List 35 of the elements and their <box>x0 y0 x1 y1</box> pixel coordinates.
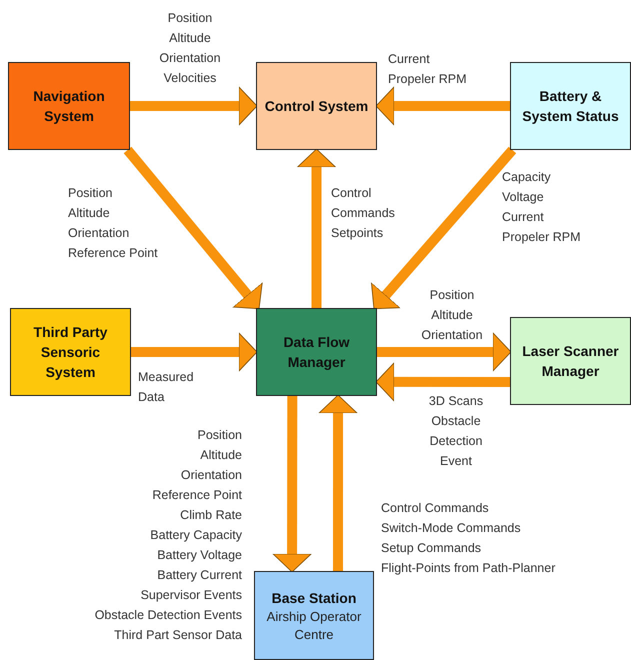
edge-label: Position Altitude Orientation Reference Point <box>68 185 159 262</box>
system-box <box>510 317 631 405</box>
edge-label: Capacity Voltage Current Propeler RPM <box>502 169 582 246</box>
box-title: Laser Scanner Manager <box>521 342 620 381</box>
box-title: Base Station <box>272 588 356 608</box>
block-arrow <box>272 396 312 572</box>
edge-label: Position Altitude Orientation Velocities <box>158 10 222 87</box>
block-arrow <box>318 394 358 571</box>
edge-label: Control Commands Setpoints <box>331 185 396 242</box>
block-arrow <box>130 86 258 126</box>
system-box <box>10 308 131 396</box>
system-box <box>256 62 377 150</box>
block-arrow <box>376 86 510 126</box>
edge-label: Measured Data <box>138 369 195 406</box>
system-box <box>254 571 374 660</box>
edge-label: Position Altitude Orientation <box>420 287 484 344</box>
block-arrow <box>131 332 258 372</box>
edge-label: Current Propeler RPM <box>388 51 468 88</box>
box-title: Third Party Sensoric System <box>32 323 108 382</box>
block-arrow <box>297 148 336 308</box>
edge-label: Control Commands Switch-Mode Commands Setup Commands Flight-Points from Path-Planner <box>381 500 556 577</box>
system-box <box>256 308 377 396</box>
box-title: Control System <box>264 97 368 116</box>
box-title: Battery & System Status <box>521 87 620 126</box>
block-arrow <box>377 332 512 372</box>
edge-label: Position Altitude Orientation Reference Point Climb Rate Battery Capacity Battery Voltage Battery Current Supervisor Events Obstacle Detection Events Third Part Sensor Data <box>94 427 242 644</box>
box-title: Data Flow Manager <box>282 333 351 372</box>
system-box <box>8 62 130 150</box>
block-arrow <box>376 362 510 402</box>
box-title: Navigation System <box>32 87 106 126</box>
block-arrow <box>371 146 516 310</box>
box-subtitle: Airship Operator Centre <box>266 608 362 644</box>
edge-label: 3D Scans Obstacle Detection Event <box>428 393 484 470</box>
block-arrow <box>124 146 263 310</box>
system-box <box>510 62 631 150</box>
